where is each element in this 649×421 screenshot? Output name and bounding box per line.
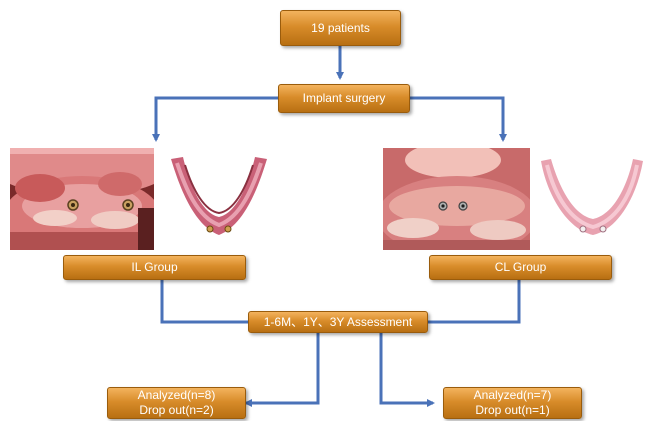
arrow-assessment-to-il-result	[246, 333, 318, 403]
il-group-label: IL Group	[131, 260, 177, 275]
cl-dropout-label: Drop out(n=1)	[475, 403, 549, 418]
line-il-to-assessment	[162, 280, 248, 322]
cl-intraoral-photo	[383, 148, 530, 250]
il-group-box: IL Group	[63, 255, 246, 280]
cl-analyzed-label: Analyzed(n=7)	[474, 388, 552, 403]
arrow-surgery-to-il	[156, 98, 278, 140]
surgery-box: Implant surgery	[278, 84, 410, 113]
cl-denture-photo	[537, 155, 647, 245]
il-intraoral-photo	[10, 148, 154, 250]
patients-box: 19 patients	[280, 10, 401, 46]
il-analyzed-label: Analyzed(n=8)	[138, 388, 216, 403]
il-dropout-label: Drop out(n=2)	[139, 403, 213, 418]
cl-group-label: CL Group	[495, 260, 547, 275]
cl-group-box: CL Group	[429, 255, 612, 280]
patients-label: 19 patients	[311, 21, 370, 36]
il-denture-photo	[165, 155, 273, 245]
surgery-label: Implant surgery	[303, 91, 386, 106]
assessment-box: 1-6M、1Y、3Y Assessment	[248, 311, 428, 333]
arrow-assessment-to-cl-result	[381, 333, 433, 403]
cl-result-box: Analyzed(n=7) Drop out(n=1)	[443, 387, 582, 419]
assessment-label: 1-6M、1Y、3Y Assessment	[264, 315, 413, 330]
il-result-box: Analyzed(n=8) Drop out(n=2)	[107, 387, 246, 419]
line-cl-to-assessment	[428, 280, 519, 322]
arrow-surgery-to-cl	[410, 98, 503, 140]
